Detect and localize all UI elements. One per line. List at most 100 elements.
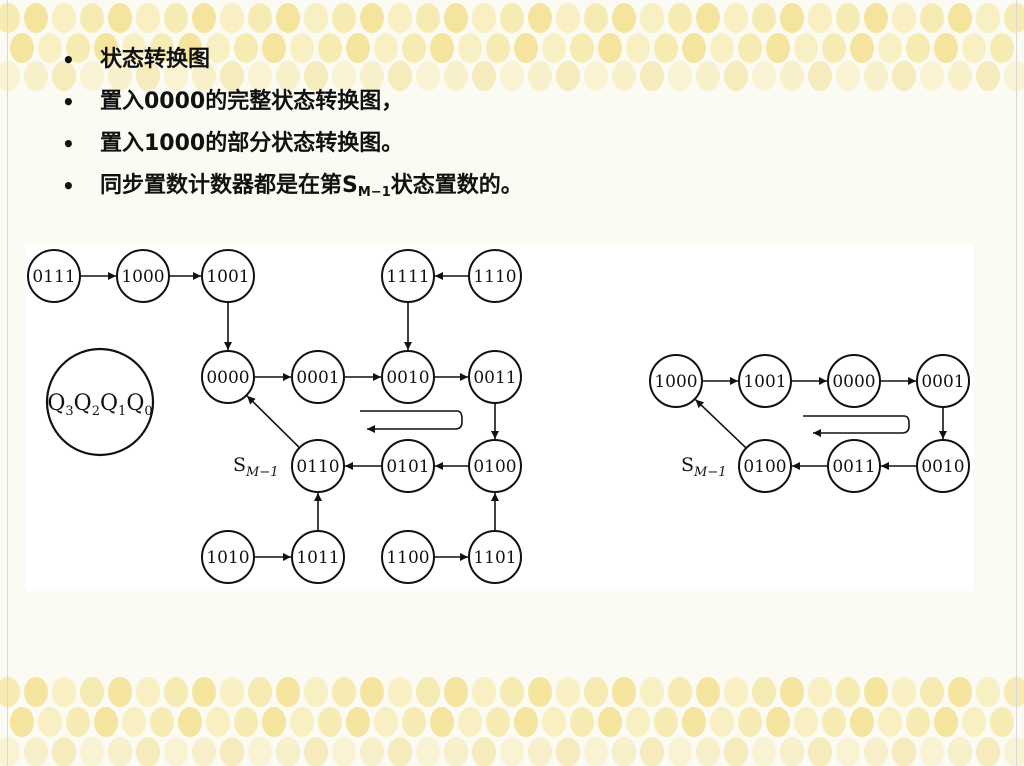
decor-dot bbox=[948, 677, 972, 707]
decor-dot bbox=[584, 737, 608, 766]
decor-dot bbox=[864, 3, 888, 33]
decor-dot bbox=[794, 707, 818, 737]
decor-dot bbox=[150, 33, 174, 63]
decor-dot bbox=[906, 33, 930, 63]
decor-dot bbox=[360, 737, 384, 766]
decor-dot bbox=[766, 707, 790, 737]
state-label: 0011 bbox=[832, 457, 875, 477]
state-circle bbox=[468, 249, 522, 303]
decor-dot bbox=[528, 3, 552, 33]
decor-dot bbox=[780, 737, 804, 766]
decor-dot bbox=[444, 3, 468, 33]
decor-dot bbox=[458, 707, 482, 737]
decor-dot bbox=[318, 707, 342, 737]
decor-dot bbox=[276, 737, 300, 766]
bullet-dot-icon: • bbox=[62, 174, 75, 198]
decor-dot bbox=[976, 737, 1000, 766]
decor-dot bbox=[906, 707, 930, 737]
decor-dot bbox=[878, 33, 902, 63]
state-label: 1010 bbox=[206, 548, 249, 568]
decor-dot bbox=[52, 3, 76, 33]
legend-label: Q3Q2Q1Q0 bbox=[47, 391, 152, 419]
bullet-text: 状态转换图 bbox=[100, 47, 211, 72]
decor-dot bbox=[94, 33, 118, 63]
decor-dot bbox=[682, 33, 706, 63]
decor-dot bbox=[304, 677, 328, 707]
decor-dot bbox=[416, 61, 440, 91]
state-node: 0100 bbox=[738, 439, 792, 493]
decor-dot bbox=[430, 707, 454, 737]
state-label: 0100 bbox=[473, 457, 516, 477]
state-label: 0010 bbox=[921, 457, 964, 477]
state-label: 0010 bbox=[386, 368, 429, 388]
direction-hint-left bbox=[360, 410, 463, 433]
decor-dot bbox=[346, 707, 370, 737]
decor-dot bbox=[10, 33, 34, 63]
decor-dot bbox=[276, 3, 300, 33]
decor-dot bbox=[150, 707, 174, 737]
decor-dot bbox=[290, 33, 314, 63]
decor-dot bbox=[948, 737, 972, 766]
decor-dot bbox=[920, 737, 944, 766]
decor-dot bbox=[472, 3, 496, 33]
decor-dot bbox=[612, 3, 636, 33]
decor-dot bbox=[682, 707, 706, 737]
decor-dot bbox=[80, 737, 104, 766]
state-label: 1001 bbox=[743, 372, 786, 392]
decor-dot bbox=[346, 33, 370, 63]
decor-dot bbox=[556, 61, 580, 91]
decor-dot bbox=[1004, 61, 1024, 91]
decor-dot bbox=[528, 677, 552, 707]
state-label: 0110 bbox=[296, 457, 339, 477]
decor-dot bbox=[542, 33, 566, 63]
decor-dot bbox=[388, 61, 412, 91]
decor-dot bbox=[416, 737, 440, 766]
decor-dot bbox=[164, 737, 188, 766]
decor-dot bbox=[0, 61, 20, 91]
transition-arrow bbox=[246, 395, 301, 449]
decor-dot bbox=[584, 677, 608, 707]
decor-dot bbox=[108, 737, 132, 766]
state-node: 1001 bbox=[201, 249, 255, 303]
decor-dot bbox=[668, 677, 692, 707]
decor-dot bbox=[976, 61, 1000, 91]
decor-dot bbox=[24, 3, 48, 33]
decor-dot bbox=[66, 33, 90, 63]
decor-dot bbox=[752, 737, 776, 766]
decor-dot bbox=[332, 3, 356, 33]
decor-dot bbox=[24, 677, 48, 707]
state-circle bbox=[916, 354, 970, 408]
state-circle bbox=[468, 350, 522, 404]
state-circle bbox=[116, 249, 170, 303]
decor-dot bbox=[640, 3, 664, 33]
decor-dot bbox=[780, 61, 804, 91]
decor-dot bbox=[528, 61, 552, 91]
decor-dot bbox=[724, 677, 748, 707]
decor-dot bbox=[206, 33, 230, 63]
decor-dot bbox=[164, 677, 188, 707]
state-circle bbox=[381, 249, 435, 303]
decor-dot bbox=[752, 3, 776, 33]
decor-dot bbox=[500, 677, 524, 707]
state-node: 1101 bbox=[468, 530, 522, 584]
decor-dot bbox=[332, 61, 356, 91]
decor-dot bbox=[836, 677, 860, 707]
decor-dot bbox=[654, 707, 678, 737]
decor-dot bbox=[892, 737, 916, 766]
decor-dot bbox=[752, 61, 776, 91]
decor-dot bbox=[234, 33, 258, 63]
decor-dot bbox=[220, 61, 244, 91]
decor-dot bbox=[808, 61, 832, 91]
state-label: 1110 bbox=[473, 267, 516, 287]
decor-dot bbox=[626, 33, 650, 63]
decor-dot bbox=[248, 677, 272, 707]
decor-dot bbox=[304, 3, 328, 33]
bullet-item: •状态转换图 bbox=[62, 40, 523, 82]
decor-dot bbox=[794, 33, 818, 63]
decor-dot bbox=[696, 61, 720, 91]
decor-dot bbox=[94, 707, 118, 737]
decor-dot bbox=[892, 677, 916, 707]
state-node: 0010 bbox=[916, 439, 970, 493]
decor-dot bbox=[990, 707, 1014, 737]
